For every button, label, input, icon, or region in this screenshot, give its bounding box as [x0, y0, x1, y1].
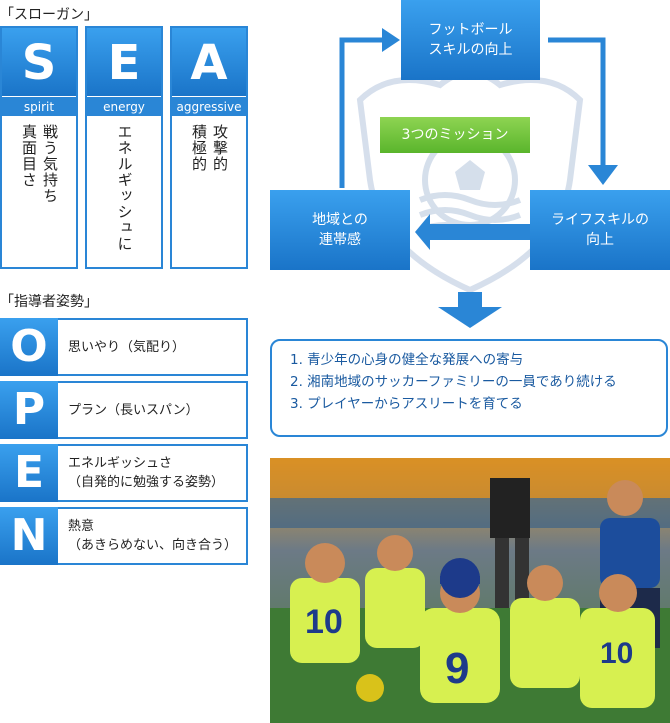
three-missions-label: 3つのミッション	[380, 117, 530, 153]
sea-column-a: A aggressive 攻撃的 積極的	[170, 26, 248, 269]
svg-text:9: 9	[445, 644, 469, 693]
mission-life-skill: ライフスキルの 向上	[530, 190, 670, 270]
sea-word: energy	[87, 96, 161, 116]
svg-text:10: 10	[305, 603, 343, 641]
sea-word: spirit	[2, 96, 76, 116]
open-row-p: P プラン（長いスパン）	[0, 381, 248, 439]
sea-letter: E	[87, 28, 161, 96]
open-line1: エネルギッシュさ	[68, 456, 173, 471]
open-letter: N	[0, 507, 58, 565]
goal-item: 1. 青少年の心身の健全な発展への寄与	[290, 352, 524, 368]
box-line2: スキルの向上	[428, 42, 513, 58]
sea-letter: A	[172, 28, 246, 96]
stance-title: 「指導者姿勢」	[0, 294, 98, 310]
box-line2: 連帯感	[319, 232, 361, 248]
sea-word: aggressive	[172, 96, 246, 116]
sea-letter: S	[2, 28, 76, 96]
open-line1: 熱意	[68, 519, 95, 534]
goal-item: 2. 湘南地域のサッカーファミリーの一員であり続ける	[290, 374, 617, 390]
sea-line: 攻撃的	[211, 124, 229, 172]
goal-item: 3. プレイヤーからアスリートを育てる	[290, 396, 523, 412]
open-line2: （自発的に勉強する姿勢）	[68, 475, 225, 490]
open-row-e: E エネルギッシュさ （自発的に勉強する姿勢）	[0, 444, 248, 502]
goals-box: 1. 青少年の心身の健全な発展への寄与 2. 湘南地域のサッカーファミリーの一員…	[270, 339, 668, 437]
slogan-title: 「スローガン」	[0, 7, 98, 23]
mission-diagram-graphics	[339, 28, 618, 328]
open-letter: P	[0, 381, 58, 439]
open-line1: 思いやり（気配り）	[68, 339, 186, 355]
sea-column-e: E energy エネルギッシュに	[85, 26, 163, 269]
arrow-to-left	[415, 214, 430, 250]
box-line1: フットボール	[428, 22, 513, 38]
open-line2: （あきらめない、向き合う）	[68, 538, 238, 553]
sea-line: 戦う気持ち	[41, 124, 59, 204]
arrow-to-top	[382, 28, 400, 52]
sea-column-s: S spirit 戦う気持ち 真面目さ	[0, 26, 78, 269]
sea-line: エネルギッシュに	[115, 124, 134, 252]
arrow-down-right	[588, 165, 618, 185]
open-letter: O	[0, 318, 58, 376]
team-photo: 10 9 10	[270, 458, 670, 723]
box-line1: 地域との	[312, 212, 368, 228]
open-row-n: N 熱意 （あきらめない、向き合う）	[0, 507, 248, 565]
open-row-o: O 思いやり（気配り）	[0, 318, 248, 376]
svg-text:10: 10	[600, 637, 633, 670]
open-line1: プラン（長いスパン）	[68, 402, 199, 418]
mission-community: 地域との 連帯感	[270, 190, 410, 270]
mission-football-skill: フットボール スキルの向上	[401, 0, 540, 80]
sea-line: 積極的	[190, 124, 208, 172]
sea-line: 真面目さ	[20, 124, 38, 188]
box-line1: ライフスキルの	[551, 212, 649, 228]
arrow-down-goals	[438, 307, 502, 328]
box-line2: 向上	[586, 232, 614, 248]
open-letter: E	[0, 444, 58, 502]
